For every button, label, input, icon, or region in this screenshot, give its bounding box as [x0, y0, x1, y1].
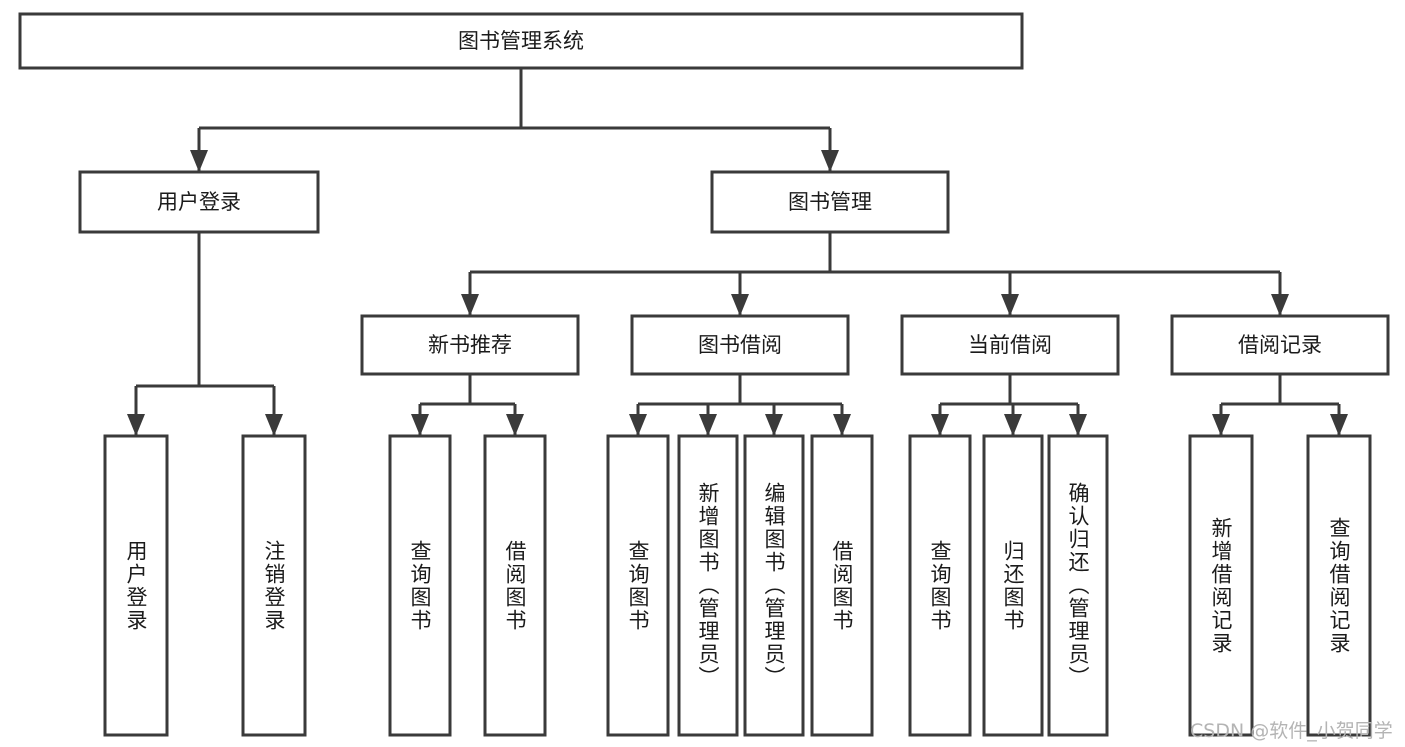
- connectors-layer: [127, 68, 1348, 436]
- arrow-head-icon: [1271, 294, 1289, 316]
- arrow-head-icon: [1330, 414, 1348, 436]
- arrow-head-icon: [1212, 414, 1230, 436]
- arrow-head-icon: [833, 414, 851, 436]
- arrow-head-icon: [629, 414, 647, 436]
- csdn-watermark: CSDN @软件_小贺同学: [1190, 720, 1393, 742]
- node-label-borrow-record: 借阅记录: [1238, 333, 1322, 357]
- node-box-leaf-logout[interactable]: [241, 434, 307, 737]
- node-box-book-borrow[interactable]: [630, 314, 850, 376]
- arrow-head-icon: [731, 294, 749, 316]
- node-box-borrow-record[interactable]: [1170, 314, 1390, 376]
- arrow-head-icon: [1069, 414, 1087, 436]
- boxes-layer: [18, 12, 1390, 737]
- node-box-leaf-edit-book[interactable]: [743, 434, 805, 737]
- arrow-head-icon: [699, 414, 717, 436]
- node-label-book-borrow: 图书借阅: [698, 333, 782, 357]
- node-label-current-borrow: 当前借阅: [968, 333, 1052, 357]
- arrow-head-icon: [265, 414, 283, 436]
- node-box-root[interactable]: [18, 12, 1024, 70]
- node-label-book-manage: 图书管理: [788, 190, 872, 214]
- node-box-leaf-query-book-1[interactable]: [388, 434, 452, 737]
- node-box-leaf-return-book[interactable]: [982, 434, 1044, 737]
- arrow-head-icon: [765, 414, 783, 436]
- arrow-head-icon: [190, 150, 208, 172]
- node-box-leaf-add-record[interactable]: [1188, 434, 1254, 737]
- node-label-new-book-recommend: 新书推荐: [428, 333, 512, 357]
- node-box-leaf-borrow-book-2[interactable]: [810, 434, 874, 737]
- node-box-user-login[interactable]: [78, 170, 320, 234]
- node-box-leaf-borrow-book-1[interactable]: [483, 434, 547, 737]
- node-label-root: 图书管理系统: [458, 29, 584, 53]
- node-box-leaf-query-record[interactable]: [1306, 434, 1372, 737]
- arrow-head-icon: [506, 414, 524, 436]
- node-box-new-book-recommend[interactable]: [360, 314, 580, 376]
- arrow-head-icon: [1001, 294, 1019, 316]
- arrow-head-icon: [411, 414, 429, 436]
- arrow-head-icon: [821, 150, 839, 172]
- node-box-current-borrow[interactable]: [900, 314, 1120, 376]
- node-label-user-login: 用户登录: [157, 190, 241, 214]
- arrow-head-icon: [461, 294, 479, 316]
- node-box-leaf-query-book-2[interactable]: [606, 434, 670, 737]
- arrow-head-icon: [931, 414, 949, 436]
- node-box-leaf-query-book-3[interactable]: [908, 434, 972, 737]
- node-box-book-manage[interactable]: [710, 170, 950, 234]
- arrow-head-icon: [1004, 414, 1022, 436]
- node-box-leaf-confirm-return[interactable]: [1047, 434, 1109, 737]
- arrow-head-icon: [127, 414, 145, 436]
- node-box-leaf-add-book[interactable]: [677, 434, 739, 737]
- node-box-leaf-user-login[interactable]: [103, 434, 169, 737]
